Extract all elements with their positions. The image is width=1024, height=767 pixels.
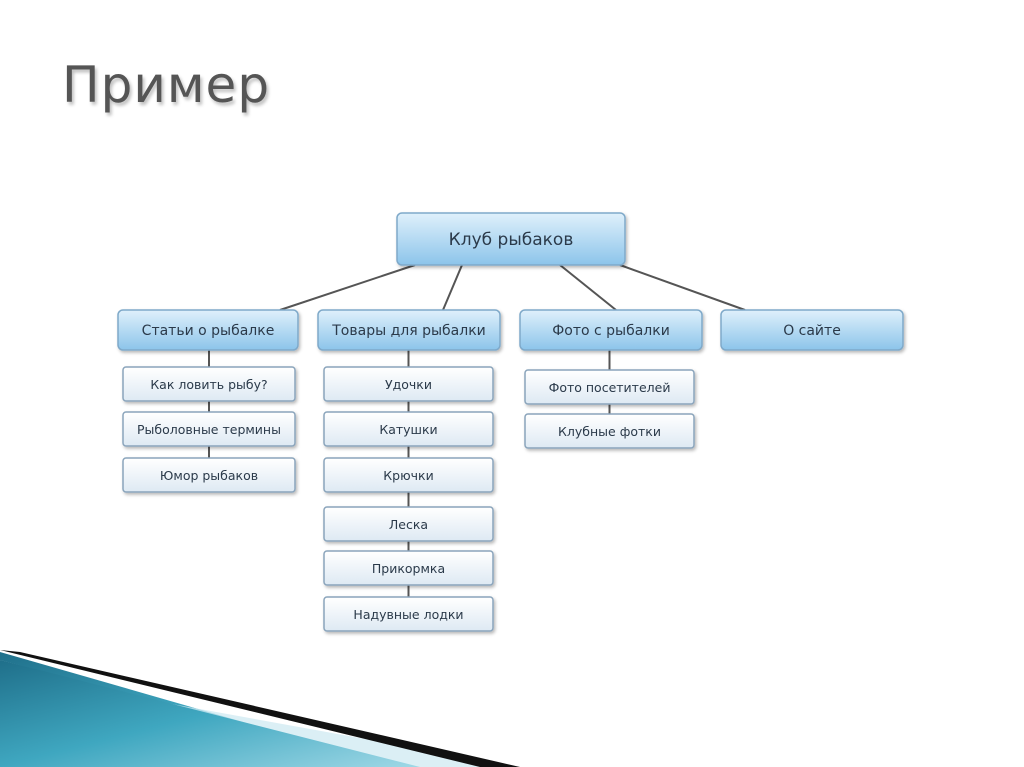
subitem-node-2-2: Катушки (323, 411, 494, 447)
subitem-node-3-2: Клубные фотки (524, 413, 695, 449)
connector-root-to-category-2 (442, 264, 463, 311)
subitem-node-1-3-box (122, 457, 296, 493)
connector-root-to-category-3 (559, 264, 617, 311)
category-node-4-label: О сайте (783, 323, 841, 339)
subitem-node-2-5: Прикормка (323, 550, 494, 586)
category-node-1-box (117, 309, 299, 351)
subitem-node-3-1-box (524, 369, 695, 405)
subitem-node-1-2-label: Рыболовные термины (137, 422, 281, 437)
subitem-node-2-3: Крючки (323, 457, 494, 493)
slide-title: Пример (62, 56, 271, 114)
category-node-3: Фото с рыбалки (519, 309, 703, 351)
subitem-node-3-1-label: Фото посетителей (549, 380, 671, 395)
subitem-node-2-6-label: Надувные лодки (353, 607, 463, 622)
connector-root-to-category-4 (619, 264, 746, 311)
subitem-node-1-3-label: Юмор рыбаков (160, 468, 258, 483)
subitem-node-2-1-box (323, 366, 494, 402)
subitem-node-2-4: Леска (323, 506, 494, 542)
subitem-node-2-3-label: Крючки (383, 468, 433, 483)
subitem-node-2-3-box (323, 457, 494, 493)
subitem-node-1-3: Юмор рыбаков (122, 457, 296, 493)
subitem-node-2-6-box (323, 596, 494, 632)
category-node-3-box (519, 309, 703, 351)
subitem-node-3-2-label: Клубные фотки (558, 424, 661, 439)
subitem-node-2-4-label: Леска (389, 517, 428, 532)
subitem-node-2-4-box (323, 506, 494, 542)
category-node-4-box (720, 309, 904, 351)
subitem-node-1-1: Как ловить рыбу? (122, 366, 296, 402)
subitem-node-2-6: Надувные лодки (323, 596, 494, 632)
footer-decoration (0, 650, 520, 767)
subitem-node-2-2-box (323, 411, 494, 447)
category-node-3-label: Фото с рыбалки (552, 323, 670, 339)
subitem-node-2-1: Удочки (323, 366, 494, 402)
category-node-2-label: Товары для рыбалки (331, 323, 486, 339)
subitem-node-1-2: Рыболовные термины (122, 411, 296, 447)
subitem-node-2-1-label: Удочки (385, 377, 432, 392)
footer-black-stripe (0, 650, 520, 767)
subitem-node-1-2-box (122, 411, 296, 447)
subitem-node-2-5-box (323, 550, 494, 586)
category-node-1-label: Статьи о рыбалке (142, 323, 275, 339)
footer-teal-front (0, 660, 420, 767)
subitem-node-3-2-box (524, 413, 695, 449)
category-node-2-box (317, 309, 501, 351)
category-node-1: Статьи о рыбалке (117, 309, 299, 351)
category-node-4: О сайте (720, 309, 904, 351)
subitem-node-1-1-label: Как ловить рыбу? (150, 377, 267, 392)
subitem-node-3-1: Фото посетителей (524, 369, 695, 405)
root-node-box (396, 212, 626, 266)
root-node: Клуб рыбаков (396, 212, 626, 266)
root-node-label: Клуб рыбаков (449, 230, 574, 250)
subitem-node-1-1-box (122, 366, 296, 402)
category-node-2: Товары для рыбалки (317, 309, 501, 351)
subitem-node-2-2-label: Катушки (379, 422, 437, 437)
connector-root-to-category-1 (279, 264, 416, 311)
subitem-node-2-5-label: Прикормка (372, 561, 445, 576)
